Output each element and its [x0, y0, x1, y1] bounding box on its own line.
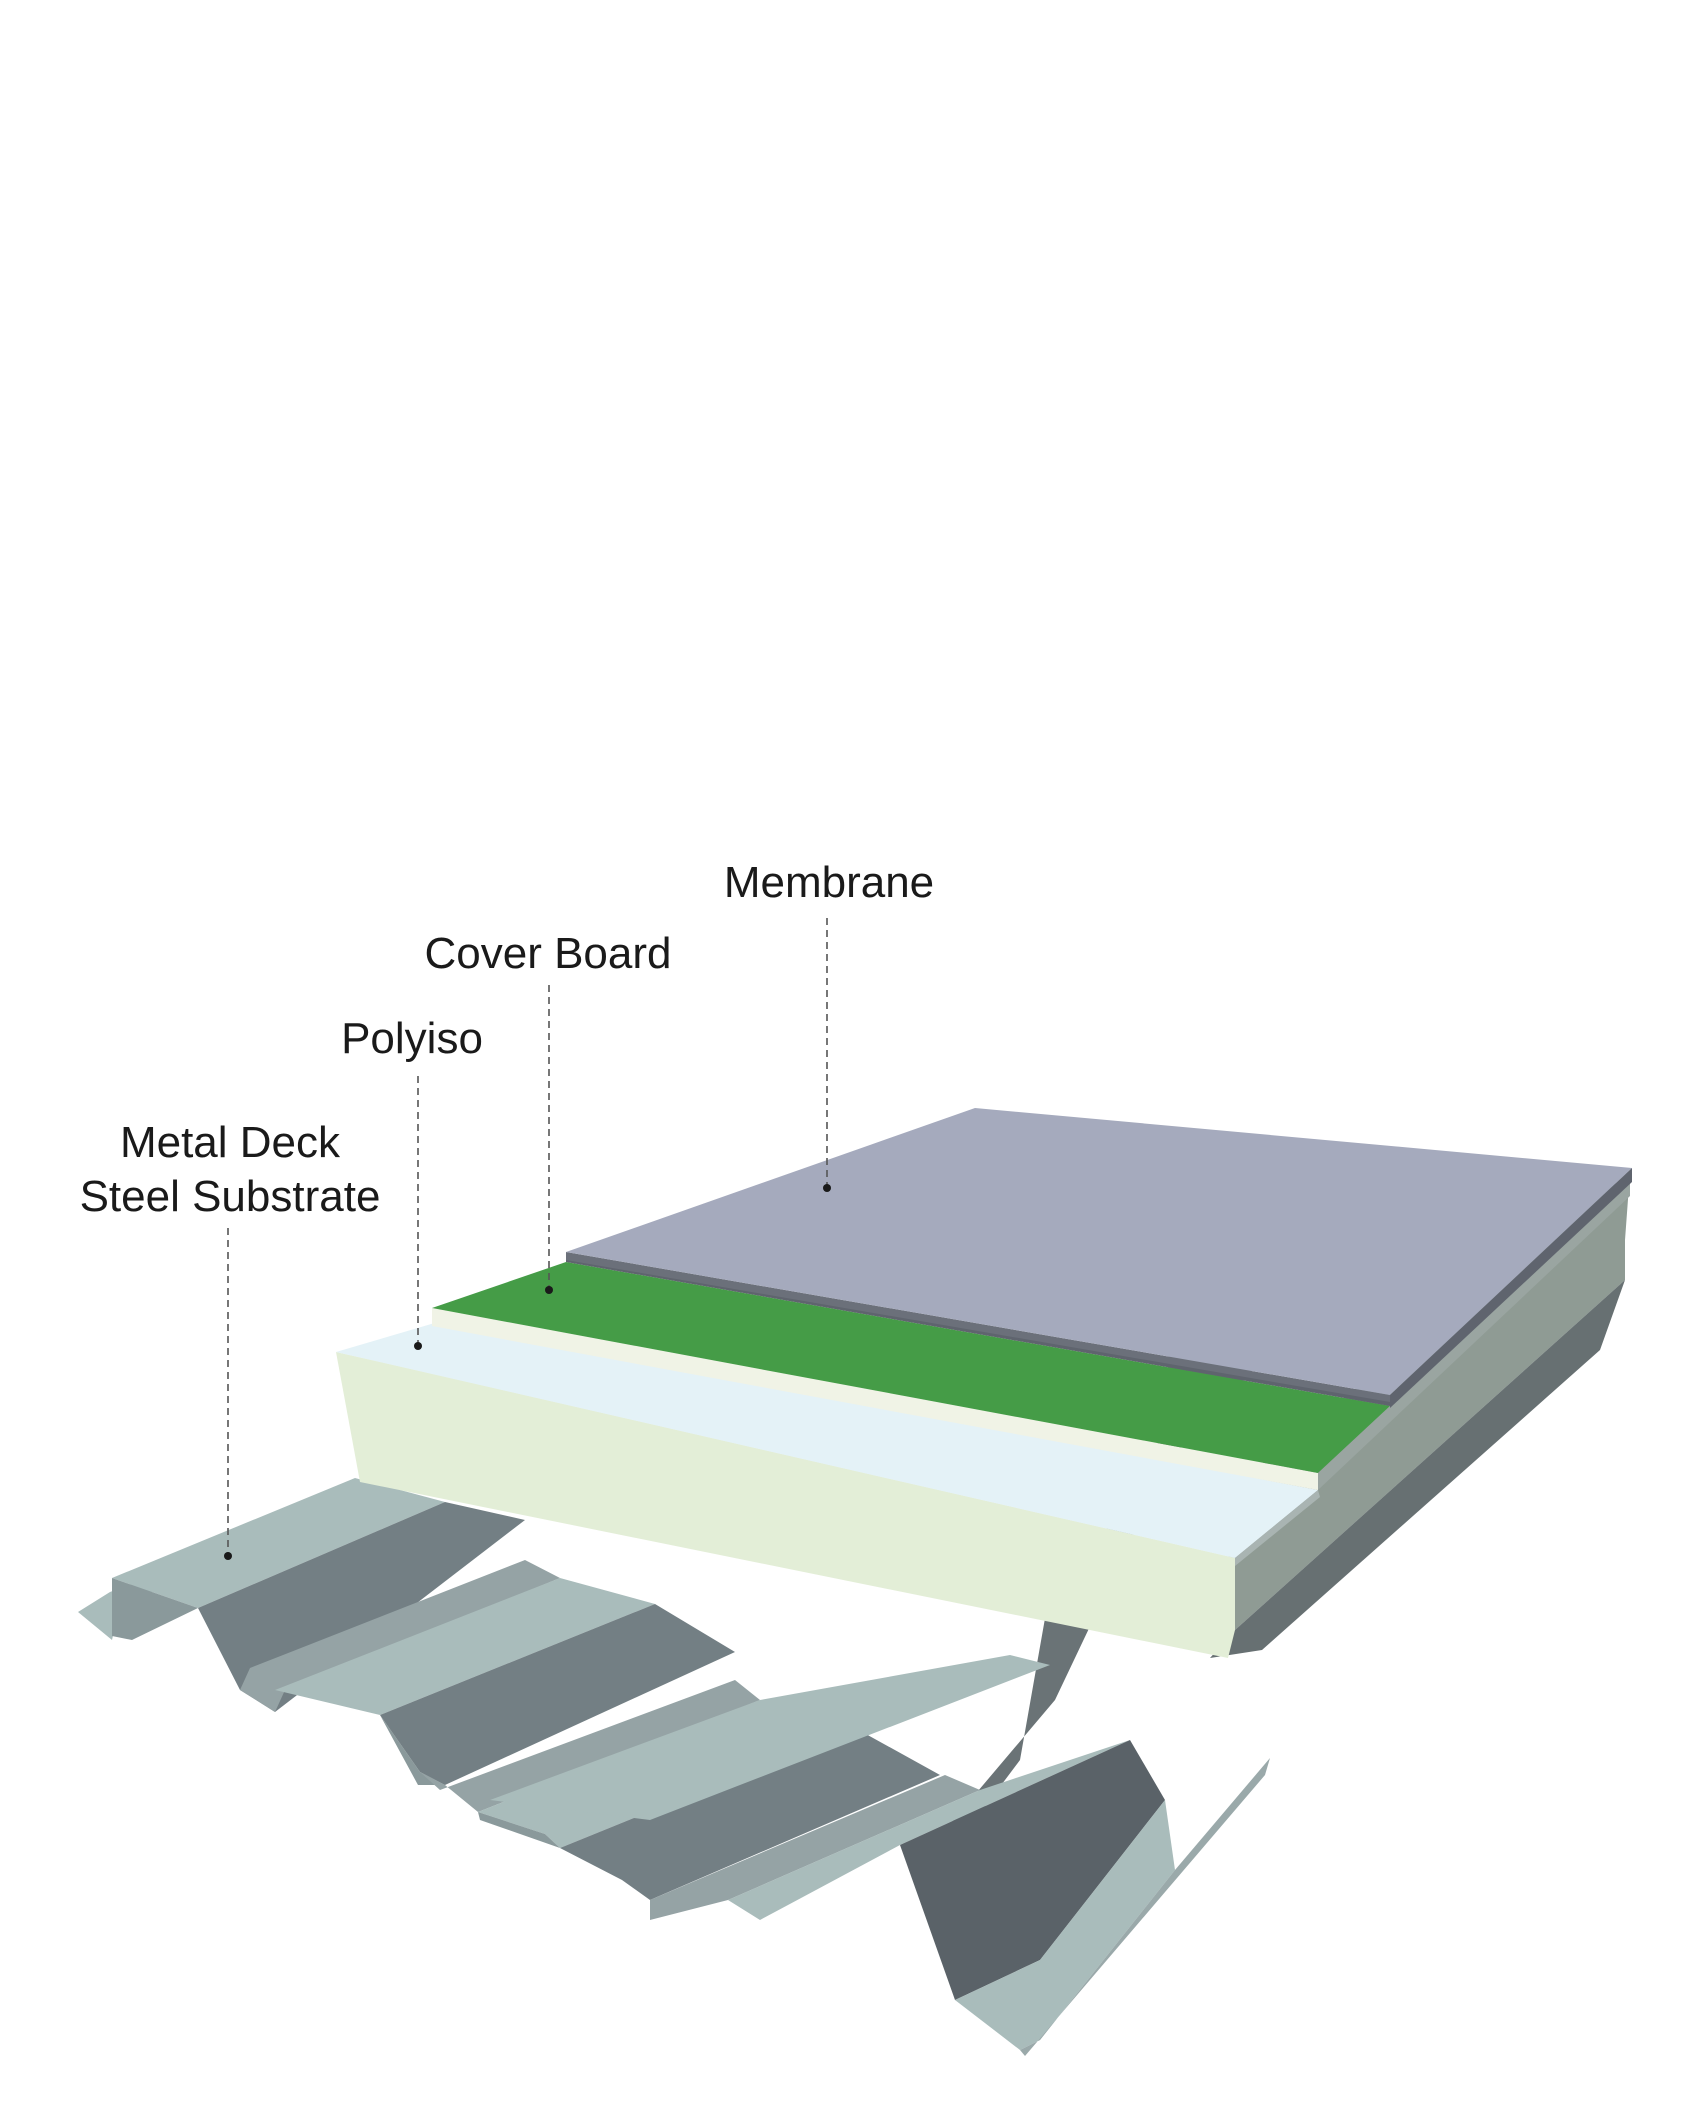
- membrane-edge-lip: [566, 1252, 1390, 1402]
- deck-rib-top-2: [275, 1578, 655, 1715]
- deck-rib-web-left-2: [380, 1715, 445, 1785]
- deck-valley-2: [420, 1680, 760, 1812]
- cover-board-top: [432, 1262, 1390, 1473]
- polyiso-front: [336, 1352, 1235, 1658]
- deck-rib-top-4: [490, 1655, 1050, 1820]
- cover-board-label: Cover Board: [424, 929, 671, 978]
- membrane-dot: [823, 1184, 831, 1192]
- deck-end-flange: [1020, 1758, 1270, 2056]
- deck-rib-web-1: [112, 1578, 198, 1640]
- polyiso-label: Polyiso: [341, 1014, 483, 1063]
- membrane-side-edge: [1390, 1168, 1632, 1408]
- polyiso-top: [336, 1322, 1318, 1558]
- metal-deck-label-line2: Steel Substrate: [80, 1172, 381, 1221]
- leader-lines: [224, 918, 831, 1560]
- metal-deck-label-line1: Metal Deck: [120, 1118, 341, 1167]
- membrane-layer: [566, 1108, 1632, 1408]
- cover-board-edge: [432, 1308, 1318, 1490]
- deck-rib-top-5: [728, 1740, 1130, 1920]
- deck-rib-top-6: [955, 1800, 1175, 2050]
- labels: Membrane Cover Board Polyiso Metal Deck …: [80, 858, 935, 1221]
- cover-board-dot: [545, 1286, 553, 1294]
- metal-deck: [78, 1350, 1270, 2056]
- deck-rib-web-4: [560, 1728, 940, 1900]
- polyiso-dot: [414, 1342, 422, 1350]
- deck-rib-top-1: [112, 1478, 445, 1608]
- metal-deck-dot: [224, 1552, 232, 1560]
- deck-rib-web-3: [380, 1604, 735, 1785]
- polyiso-shadow: [1210, 1280, 1625, 1658]
- polyiso-side-top-edge: [1235, 1490, 1320, 1566]
- deck-rib-web-5: [900, 1740, 1165, 2000]
- deck-rib-web-left-3: [478, 1812, 560, 1848]
- membrane-label: Membrane: [724, 858, 934, 907]
- membrane-top: [566, 1108, 1632, 1395]
- deck-valley-3: [622, 1775, 980, 1920]
